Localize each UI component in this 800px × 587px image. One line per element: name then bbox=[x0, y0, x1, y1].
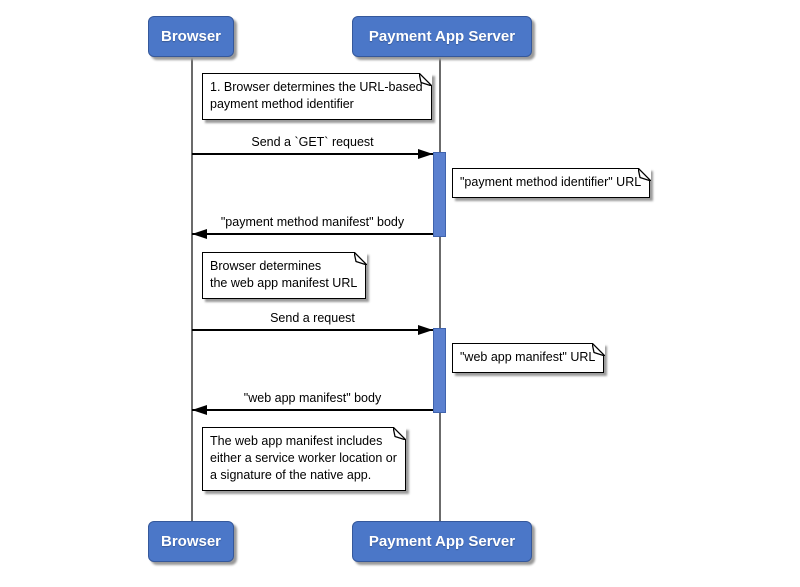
message-label-send-a-request: Send a request bbox=[270, 311, 355, 325]
participant-label: Browser bbox=[160, 533, 222, 550]
folded-corner-icon bbox=[637, 167, 651, 181]
note-text: "payment method identifier" URL bbox=[460, 175, 642, 189]
activation-bar-2 bbox=[433, 328, 446, 413]
participant-label: Payment App Server bbox=[368, 533, 516, 550]
message-line bbox=[192, 233, 433, 235]
lifeline-browser bbox=[191, 57, 193, 522]
message-label-send-get-request: Send a `GET` request bbox=[251, 135, 374, 149]
message-line bbox=[192, 329, 433, 331]
message-label-web-app-manifest-body: "web app manifest" body bbox=[243, 391, 382, 405]
note-text: The web app manifest includes either a s… bbox=[210, 434, 397, 482]
folded-corner-icon bbox=[419, 72, 433, 86]
participant-payment-app-server-bottom: Payment App Server bbox=[352, 521, 532, 562]
folded-corner-icon bbox=[353, 251, 367, 265]
message-line bbox=[192, 153, 433, 155]
note-text: 1. Browser determines the URL-based paym… bbox=[210, 80, 423, 111]
arrowhead-right-icon bbox=[418, 148, 433, 159]
message-label-payment-method-manifest-body: "payment method manifest" body bbox=[220, 215, 405, 229]
activation-bar-1 bbox=[433, 152, 446, 237]
note-browser-determines-manifest-url: Browser determines the web app manifest … bbox=[202, 251, 367, 299]
note-text: "web app manifest" URL bbox=[460, 350, 596, 364]
arrowhead-left-icon bbox=[192, 404, 207, 415]
participant-browser-top: Browser bbox=[148, 16, 234, 57]
folded-corner-icon bbox=[393, 426, 407, 440]
participant-payment-app-server-top: Payment App Server bbox=[352, 16, 532, 57]
arrowhead-right-icon bbox=[418, 324, 433, 335]
participant-label: Payment App Server bbox=[368, 28, 516, 45]
note-payment-method-identifier-url: "payment method identifier" URL bbox=[452, 167, 651, 198]
lifeline-server bbox=[439, 57, 441, 522]
participant-browser-bottom: Browser bbox=[148, 521, 234, 562]
folded-corner-icon bbox=[591, 342, 605, 356]
note-text: Browser determines the web app manifest … bbox=[210, 259, 358, 290]
note-manifest-contents: The web app manifest includes either a s… bbox=[202, 426, 407, 491]
note-web-app-manifest-url: "web app manifest" URL bbox=[452, 342, 605, 373]
participant-label: Browser bbox=[160, 28, 222, 45]
note-url-based-payment-method: 1. Browser determines the URL-based paym… bbox=[202, 72, 433, 120]
arrowhead-left-icon bbox=[192, 228, 207, 239]
message-line bbox=[192, 409, 433, 411]
